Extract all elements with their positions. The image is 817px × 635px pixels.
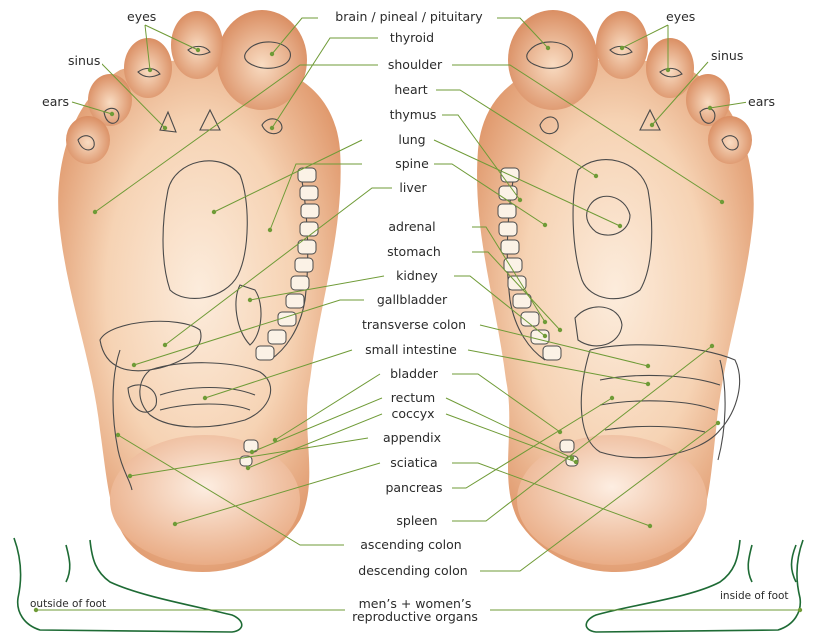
left-vertebra-8 — [286, 294, 304, 308]
dot — [273, 438, 277, 442]
dot — [93, 210, 97, 214]
label-lung: lung — [396, 133, 427, 147]
right-vertebra-3 — [498, 204, 516, 218]
dot — [558, 430, 562, 434]
left-vertebra-3 — [301, 204, 319, 218]
label-ears-right: ears — [746, 95, 777, 109]
label-eyes-right: eyes — [664, 10, 697, 24]
dot — [574, 460, 578, 464]
dot — [720, 200, 724, 204]
label-sinus-left: sinus — [66, 54, 102, 68]
dot — [646, 382, 650, 386]
dot — [248, 298, 252, 302]
label-kidney: kidney — [394, 269, 440, 283]
right-heel — [517, 435, 707, 565]
left-profile-inner — [66, 545, 70, 582]
dot — [620, 46, 624, 50]
label-sciatica: sciatica — [388, 456, 439, 470]
label-sinus-right: sinus — [709, 49, 745, 63]
label-spleen: spleen — [394, 514, 439, 528]
dot — [132, 363, 136, 367]
dot — [110, 112, 114, 116]
dot — [543, 223, 547, 227]
left-vertebra-2 — [300, 186, 318, 200]
label-appendix: appendix — [381, 431, 443, 445]
dot — [173, 522, 177, 526]
dot — [708, 106, 712, 110]
dot — [618, 224, 622, 228]
right-foot — [477, 10, 754, 572]
dot — [546, 46, 550, 50]
label-liver: liver — [397, 181, 428, 195]
label-heart: heart — [392, 83, 429, 97]
left-vertebra-7 — [291, 276, 309, 290]
label-eyes-left: eyes — [125, 10, 158, 24]
dot — [570, 456, 574, 460]
dot — [128, 474, 132, 478]
dot — [250, 450, 254, 454]
label-transverse-colon: transverse colon — [360, 318, 468, 332]
dot — [558, 328, 562, 332]
right-profile-inner — [748, 545, 752, 582]
right-profile-inner2 — [792, 545, 797, 582]
left-heel — [110, 435, 300, 565]
label-thymus: thymus — [388, 108, 439, 122]
dot — [646, 364, 650, 368]
dot — [650, 123, 654, 127]
dot — [710, 344, 714, 348]
dot — [648, 524, 652, 528]
label-ascending-colon: ascending colon — [358, 538, 463, 552]
label-coccyx: coccyx — [389, 407, 436, 421]
label-gallbladder: gallbladder — [375, 293, 449, 307]
dot — [163, 343, 167, 347]
right-little-toe — [708, 116, 752, 164]
dot — [270, 52, 274, 56]
dot — [666, 68, 670, 72]
label-bladder: bladder — [388, 367, 440, 381]
label-ears-left: ears — [40, 95, 71, 109]
right-vertebra-5 — [501, 240, 519, 254]
right-big-toe — [508, 10, 598, 110]
left-vertebra-11 — [256, 346, 274, 360]
dot — [543, 334, 547, 338]
label-shoulder: shoulder — [386, 58, 444, 72]
label-adrenal: adrenal — [386, 220, 437, 234]
dot — [212, 210, 216, 214]
dot — [518, 198, 522, 202]
label-small-intestine: small intestine — [363, 343, 459, 357]
label-thyroid: thyroid — [388, 31, 436, 45]
right-vertebra-4 — [499, 222, 517, 236]
dot — [148, 68, 152, 72]
dot — [798, 608, 802, 612]
label-stomach: stomach — [385, 245, 443, 259]
label-pancreas: pancreas — [383, 481, 444, 495]
dot — [594, 174, 598, 178]
dot — [116, 433, 120, 437]
dot — [246, 466, 250, 470]
left-vertebra-4 — [300, 222, 318, 236]
dot — [196, 48, 200, 52]
label-spine: spine — [393, 157, 431, 171]
label-outside-of-foot: outside of foot — [28, 597, 108, 611]
label-inside-of-foot: inside of foot — [718, 589, 791, 603]
dot — [268, 228, 272, 232]
label-rectum: rectum — [389, 391, 437, 405]
dot — [203, 396, 207, 400]
right-second-toe — [596, 11, 648, 79]
label-brain: brain / pineal / pituitary — [333, 10, 484, 24]
dot — [270, 126, 274, 130]
left-vertebra-6 — [295, 258, 313, 272]
left-vertebra-10 — [268, 330, 286, 344]
right-vertebra-11 — [543, 346, 561, 360]
left-second-toe — [171, 11, 223, 79]
dot — [543, 320, 547, 324]
label-descending-colon: descending colon — [356, 564, 469, 578]
label-reproductive-line2: reproductive organs — [350, 610, 480, 623]
right-vertebra-12 — [560, 440, 574, 452]
dot — [610, 396, 614, 400]
left-little-toe — [66, 116, 110, 164]
dot — [163, 126, 167, 130]
dot — [716, 421, 720, 425]
